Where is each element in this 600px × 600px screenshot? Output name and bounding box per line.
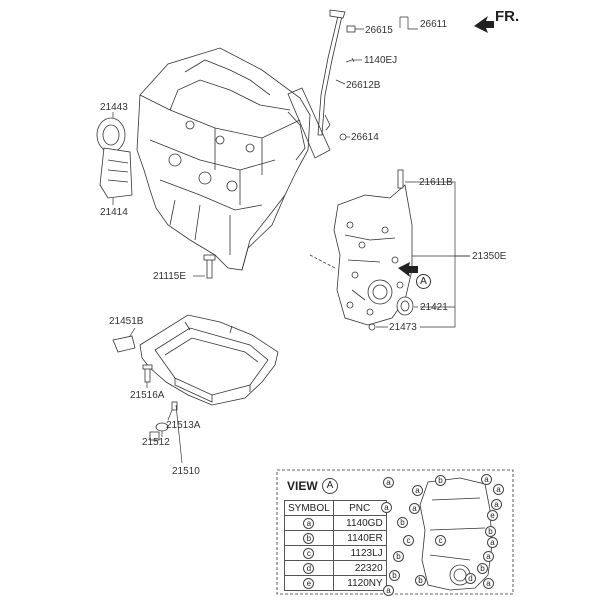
callout-a: a xyxy=(412,485,423,496)
table-row: c 1123LJ xyxy=(284,545,387,561)
front-direction-label: FR. xyxy=(495,8,520,25)
baffle-plate-21451b xyxy=(112,335,136,353)
drain-plug-assembly xyxy=(149,401,178,441)
oil-pan xyxy=(139,314,279,406)
view-a-cover-detail xyxy=(419,477,493,591)
part-label-21350e: 21350E xyxy=(472,251,507,262)
part-label-21451b: 21451B xyxy=(109,316,144,327)
symbol-cell: d xyxy=(303,562,315,574)
symbol-cell: c xyxy=(303,547,315,559)
table-header-row: SYMBOL PNC xyxy=(284,500,387,516)
part-label-26611: 26611 xyxy=(420,19,448,30)
oil-level-gauge-assembly xyxy=(287,9,356,159)
timing-chain-cover xyxy=(333,169,413,326)
view-a-frame xyxy=(276,469,514,595)
pnc-cell: 1140GD xyxy=(332,515,387,531)
symbol-cell: b xyxy=(303,532,315,544)
symbol-cell: a xyxy=(303,517,315,529)
symbol-column-header: SYMBOL xyxy=(284,500,334,516)
engine-block xyxy=(136,47,311,271)
callout-b: b xyxy=(397,517,408,528)
part-label-26615: 26615 xyxy=(365,25,393,36)
callout-c: c xyxy=(403,535,414,546)
callout-a: a xyxy=(483,578,494,589)
pnc-cell: 22320 xyxy=(332,560,387,576)
part-label-21421: 21421 xyxy=(420,302,448,313)
callout-c: c xyxy=(435,535,446,546)
symbol-cell: e xyxy=(303,577,315,589)
part-label-21510: 21510 xyxy=(172,466,200,477)
callout-a: a xyxy=(493,484,504,495)
pnc-cell: 1140ER xyxy=(332,530,387,546)
pnc-cell: 1123LJ xyxy=(332,545,387,561)
callout-d: d xyxy=(465,573,476,584)
view-a-marker: A xyxy=(416,274,431,289)
callout-a: a xyxy=(381,502,392,513)
table-row: e 1120NY xyxy=(284,575,387,591)
callout-b: b xyxy=(485,526,496,537)
callout-b: b xyxy=(435,475,446,486)
part-label-26614: 26614 xyxy=(351,132,379,143)
symbol-pnc-table: SYMBOL PNC a 1140GD b 1140ER c 1123LJ d … xyxy=(284,500,387,591)
callout-a: a xyxy=(481,474,492,485)
table-row: b 1140ER xyxy=(284,530,387,546)
view-letter: A xyxy=(322,478,338,494)
callout-a: a xyxy=(483,551,494,562)
part-label-21115e: 21115E xyxy=(153,271,186,282)
view-a-arrow-icon xyxy=(398,262,418,277)
pnc-column-header: PNC xyxy=(332,500,387,516)
callout-a: a xyxy=(383,477,394,488)
part-label-21443: 21443 xyxy=(100,102,128,113)
callout-a: a xyxy=(409,503,420,514)
part-label-21513a: 21513A xyxy=(166,420,201,431)
part-label-1140ej: 1140EJ xyxy=(364,55,398,66)
callout-a: a xyxy=(383,585,394,596)
callout-a: a xyxy=(491,499,502,510)
rear-oil-seal xyxy=(96,117,126,153)
leader-cover-to-block xyxy=(309,254,336,269)
callout-b: b xyxy=(415,575,426,586)
callout-e: e xyxy=(487,510,498,521)
pnc-cell: 1120NY xyxy=(332,575,387,591)
plug-21473 xyxy=(368,323,376,331)
callout-a: a xyxy=(487,537,498,548)
callout-b: b xyxy=(389,570,400,581)
callout-b: b xyxy=(477,563,488,574)
bolt-21516a xyxy=(142,364,153,383)
table-row: d 22320 xyxy=(284,560,387,576)
bolt-21115e xyxy=(203,254,216,279)
part-label-21473: 21473 xyxy=(389,322,417,333)
leader-lines xyxy=(112,16,470,464)
rear-seal-case xyxy=(99,147,133,199)
part-label-21516a: 21516A xyxy=(130,390,165,401)
front-crankshaft-seal xyxy=(396,296,414,316)
part-label-21611b: 21611B xyxy=(419,177,453,188)
view-title: VIEW xyxy=(287,479,318,493)
table-row: a 1140GD xyxy=(284,515,387,531)
part-label-21512: 21512 xyxy=(142,437,170,448)
front-direction-arrow-icon xyxy=(474,16,494,33)
part-label-26612b: 26612B xyxy=(346,80,381,91)
part-label-21414: 21414 xyxy=(100,207,128,218)
callout-b: b xyxy=(393,551,404,562)
